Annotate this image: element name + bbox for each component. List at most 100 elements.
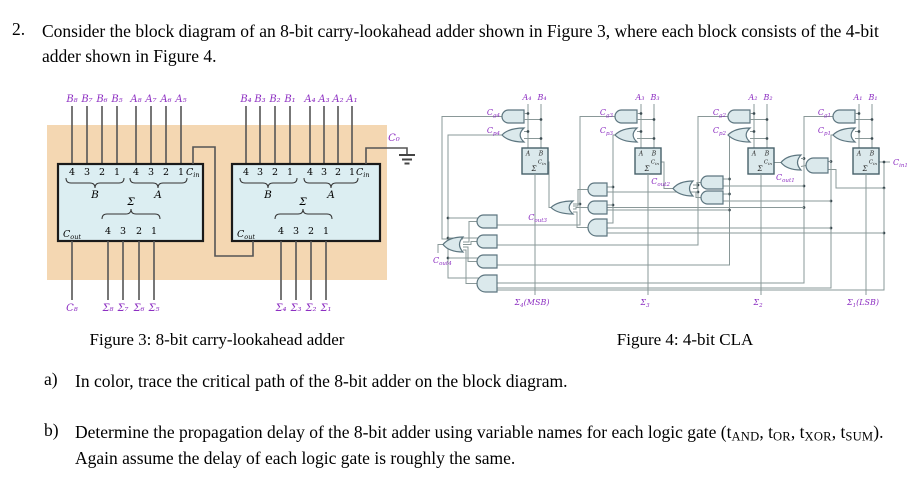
wire <box>497 116 615 226</box>
or-gate <box>780 154 803 171</box>
junction-dot <box>765 137 769 140</box>
and-gate <box>700 190 724 205</box>
label-base: C <box>764 160 769 166</box>
label-sub: p4 <box>493 131 501 137</box>
input-label: A₁ <box>345 94 357 105</box>
cout-label: Cout <box>237 229 255 241</box>
wire <box>497 134 833 289</box>
pin-number: 4 <box>278 226 284 237</box>
qb-seg: Determine the propagation delay of the 8… <box>75 422 732 442</box>
label-base: C <box>487 108 493 117</box>
sum-sigma-label: Σ <box>531 165 537 173</box>
label-sub: in <box>655 161 659 166</box>
label-sub: 2 <box>758 303 763 309</box>
wire <box>573 189 588 207</box>
pin-number: 3 <box>120 226 126 237</box>
group-a-label: A <box>326 189 335 201</box>
group-b-label: B <box>263 189 272 201</box>
and-gate <box>476 214 498 229</box>
label-base: C <box>651 160 656 166</box>
or-gate <box>501 127 526 143</box>
label-base: C <box>776 173 782 182</box>
label-base: C <box>600 108 606 117</box>
junction-dot <box>870 137 874 140</box>
input-label: A₇ <box>144 94 156 105</box>
pin-number: 2 <box>272 167 278 178</box>
label-base: C <box>528 213 534 222</box>
sum-output-label: Σ₃ <box>289 303 301 314</box>
junction-dot <box>539 137 543 140</box>
label-sub: out4 <box>439 261 452 267</box>
label-base: Σ <box>514 298 521 307</box>
and-gate <box>727 109 751 124</box>
qb-seg: , t <box>831 422 846 442</box>
sum-b-label: B <box>651 151 657 158</box>
sum-output-label: Σ3 <box>639 298 650 309</box>
pin-number: 2 <box>308 226 314 237</box>
cin-label: Cin <box>186 167 200 179</box>
label-sub: 4 <box>519 303 524 309</box>
pin-number: 1 <box>151 226 157 237</box>
label-base: Σ <box>752 298 759 307</box>
junction-dot <box>639 130 643 133</box>
label-base: C <box>869 160 874 166</box>
pin-number: 4 <box>69 167 75 178</box>
input-label: A₄ <box>303 94 315 105</box>
sum-output-label: Σ₆ <box>132 303 144 314</box>
junction-dot <box>652 137 656 140</box>
label-after: (LSB) <box>856 298 879 307</box>
wire <box>365 147 408 164</box>
input-a-label: A₂ <box>748 93 758 102</box>
sum-output-label: Σ₅ <box>147 303 159 314</box>
label-sub: in <box>542 161 546 166</box>
question-b-text: Determine the propagation delay of the 8… <box>75 420 917 471</box>
sum-a-label: A <box>856 151 862 158</box>
sum-output-label: Σ₄ <box>274 303 286 314</box>
junction-dot <box>752 112 756 115</box>
wire <box>828 162 885 189</box>
input-label: B₃ <box>253 94 265 105</box>
input-label: A₆ <box>159 94 171 105</box>
input-b-label: B₄ <box>536 93 546 102</box>
pin-number: 2 <box>99 167 105 178</box>
label-sub: out2 <box>657 182 670 188</box>
junction-dot <box>857 112 861 115</box>
pin-number: 4 <box>243 167 249 178</box>
label-base: C <box>600 126 606 135</box>
input-label: B₇ <box>80 94 92 105</box>
problem-text: Consider the block diagram of an 8-bit c… <box>42 21 879 66</box>
label-base: Σ <box>846 298 853 307</box>
input-label: B₅ <box>110 94 122 105</box>
label-base: C <box>818 108 824 117</box>
label-base: C <box>713 126 719 135</box>
pin-number: 4 <box>307 167 313 178</box>
wire <box>573 211 588 228</box>
label-sub: g4 <box>493 113 501 119</box>
label-base: C <box>433 256 439 265</box>
input-label: A₅ <box>174 94 186 105</box>
qb-sub-or: OR <box>773 429 791 444</box>
or-gate <box>672 180 695 197</box>
cout4-label: Cout4 <box>433 256 452 267</box>
label-sub: g3 <box>606 113 614 119</box>
brace <box>274 208 333 220</box>
wire <box>463 221 477 243</box>
label-sub: 1 <box>853 303 857 309</box>
label-sub: in1 <box>899 163 908 169</box>
sum-output-label: Σ₂ <box>304 303 316 314</box>
and-gate <box>476 254 498 269</box>
c0-label: C₀ <box>388 133 400 144</box>
junction-dot <box>857 130 861 133</box>
qb-seg: , t <box>759 422 773 442</box>
and-gate <box>587 218 608 237</box>
label-sub: in <box>768 161 772 166</box>
input-label: B₂ <box>268 94 280 105</box>
wire <box>463 246 477 262</box>
label-sub: p3 <box>606 131 614 137</box>
junction-dot <box>870 118 874 121</box>
carry-out-label: C₈ <box>66 303 78 314</box>
wire <box>497 116 728 246</box>
wire <box>693 191 701 198</box>
sum-output-label: Σ₈ <box>101 303 113 314</box>
